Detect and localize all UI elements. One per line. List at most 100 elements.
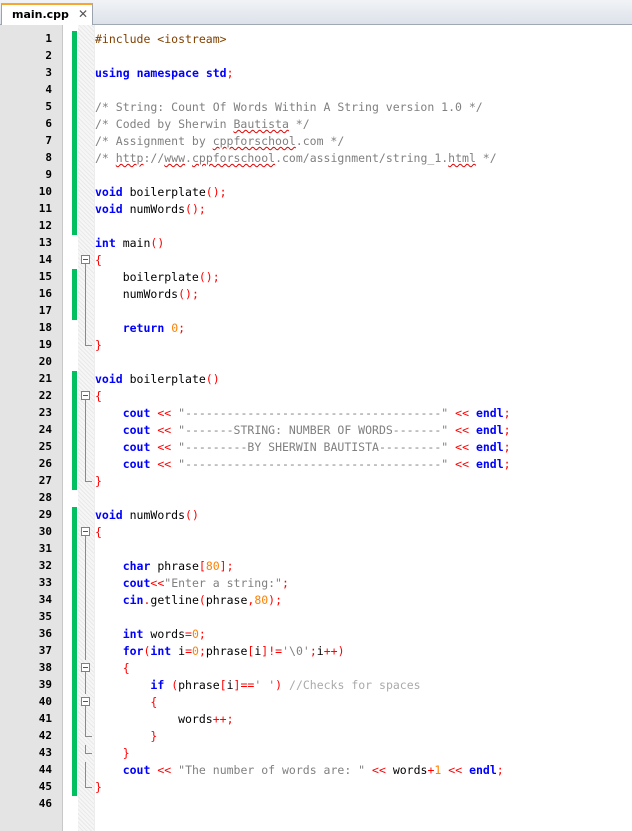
change-marker: [72, 524, 77, 541]
code-line[interactable]: 36 int words=0;: [0, 626, 632, 643]
change-marker: [72, 388, 77, 405]
change-marker: [72, 218, 77, 235]
code-line[interactable]: 46: [0, 796, 632, 813]
fold-line: [80, 711, 96, 728]
code-text: {: [122, 661, 130, 675]
code-text: int main(): [95, 236, 165, 250]
code-line[interactable]: 41 words++;: [0, 711, 632, 728]
code-text: cout << "---------BY SHERWIN BAUTISTA---…: [122, 440, 511, 454]
change-marker: [72, 65, 77, 82]
code-line[interactable]: 43 }: [0, 745, 632, 762]
code-line[interactable]: 23 cout << "----------------------------…: [0, 405, 632, 422]
change-marker: [72, 82, 77, 99]
code-text: {: [95, 525, 102, 539]
code-line[interactable]: 12: [0, 218, 632, 235]
code-line[interactable]: 9: [0, 167, 632, 184]
code-line[interactable]: 22 {: [0, 388, 632, 405]
code-line[interactable]: 34 cin.getline(phrase,80);: [0, 592, 632, 609]
line-number: 34: [38, 593, 52, 606]
code-line[interactable]: 30 {: [0, 524, 632, 541]
line-number: 30: [38, 525, 52, 538]
code-line[interactable]: 35: [0, 609, 632, 626]
code-line[interactable]: 17: [0, 303, 632, 320]
fold-collapse-icon[interactable]: [80, 660, 96, 677]
change-marker: [72, 626, 77, 643]
code-line[interactable]: 44 cout << "The number of words are: " <…: [0, 762, 632, 779]
code-text: {: [95, 389, 102, 403]
code-text: cout << "-------------------------------…: [122, 457, 511, 471]
change-marker: [72, 694, 77, 711]
change-marker: [72, 779, 77, 796]
line-number: 10: [38, 185, 52, 198]
code-line[interactable]: 33 cout<<"Enter a string:";: [0, 575, 632, 592]
change-marker: [72, 609, 77, 626]
code-line[interactable]: 15 boilerplate();: [0, 269, 632, 286]
code-line[interactable]: 39 if (phrase[i]==' ') //Checks for spac…: [0, 677, 632, 694]
code-line[interactable]: 6/* Coded by Sherwin Bautista */: [0, 116, 632, 133]
code-line[interactable]: 18 return 0;: [0, 320, 632, 337]
code-line[interactable]: 38 {: [0, 660, 632, 677]
code-line[interactable]: 29 void numWords(): [0, 507, 632, 524]
code-line[interactable]: 45}: [0, 779, 632, 796]
close-icon[interactable]: ✕: [78, 7, 89, 21]
code-line[interactable]: 26 cout << "----------------------------…: [0, 456, 632, 473]
code-line[interactable]: 1#include <iostream>: [0, 31, 632, 48]
code-line[interactable]: 19}: [0, 337, 632, 354]
code-line[interactable]: 27}: [0, 473, 632, 490]
code-text: using namespace std;: [95, 66, 234, 80]
change-marker: [72, 422, 77, 439]
line-number: 29: [38, 508, 52, 521]
code-text: }: [95, 338, 102, 352]
change-marker: [72, 541, 77, 558]
line-number: 8: [45, 151, 52, 164]
code-line[interactable]: 2: [0, 48, 632, 65]
fold-collapse-icon[interactable]: [80, 524, 96, 541]
change-marker: [72, 99, 77, 116]
code-text: /* Assignment by cppforschool.com */: [95, 134, 345, 148]
code-line[interactable]: 40 {: [0, 694, 632, 711]
code-text: void numWords(): [95, 508, 199, 522]
fold-line: [80, 762, 96, 779]
line-number: 42: [38, 729, 52, 742]
fold-collapse-icon[interactable]: [80, 694, 96, 711]
fold-end: [80, 337, 96, 354]
code-line[interactable]: 16 numWords();: [0, 286, 632, 303]
code-line[interactable]: 25 cout << "---------BY SHERWIN BAUTISTA…: [0, 439, 632, 456]
fold-collapse-icon[interactable]: [80, 388, 96, 405]
tab-bar: main.cpp ✕: [0, 0, 632, 25]
line-number: 11: [38, 202, 52, 215]
tab-main-cpp[interactable]: main.cpp ✕: [1, 3, 93, 25]
code-line[interactable]: 28: [0, 490, 632, 507]
code-line[interactable]: 4: [0, 82, 632, 99]
code-line[interactable]: 14{: [0, 252, 632, 269]
change-marker: [72, 762, 77, 779]
change-marker: [72, 286, 77, 303]
code-line[interactable]: 20: [0, 354, 632, 371]
line-number: 43: [38, 746, 52, 759]
code-text: }: [150, 729, 158, 743]
code-line[interactable]: 5/* String: Count Of Words Within A Stri…: [0, 99, 632, 116]
code-line[interactable]: 24 cout << "-------STRING: NUMBER OF WOR…: [0, 422, 632, 439]
code-text: for(int i=0;phrase[i]!='\0';i++): [122, 644, 345, 658]
fold-line: [80, 643, 96, 660]
fold-collapse-icon[interactable]: [80, 252, 96, 269]
line-number: 7: [45, 134, 52, 147]
fold-line: [80, 303, 96, 320]
code-line[interactable]: 31: [0, 541, 632, 558]
change-marker: [72, 184, 77, 201]
code-line[interactable]: 37 for(int i=0;phrase[i]!='\0';i++): [0, 643, 632, 660]
code-line[interactable]: 32 char phrase[80];: [0, 558, 632, 575]
code-line[interactable]: 42 }: [0, 728, 632, 745]
code-line[interactable]: 7 /* Assignment by cppforschool.com */: [0, 133, 632, 150]
fold-end: [80, 473, 96, 490]
line-number: 22: [38, 389, 52, 402]
change-marker: [72, 592, 77, 609]
code-line[interactable]: 8/* http://www.cppforschool.com/assignme…: [0, 150, 632, 167]
line-number: 32: [38, 559, 52, 572]
